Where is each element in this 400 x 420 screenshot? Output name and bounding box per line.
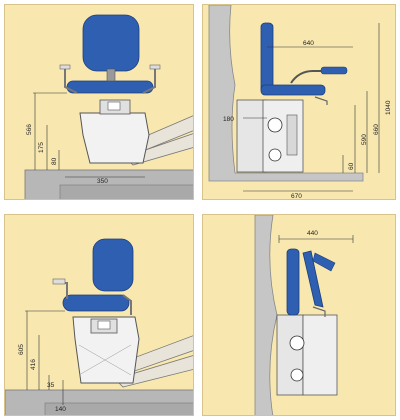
rail-column [236, 99, 268, 173]
dim-depth: 670 [291, 193, 302, 200]
chair-side [260, 22, 348, 105]
dim-height-total: 605 [18, 344, 25, 355]
front-view-folded-drawing: 605 416 35 140 [5, 238, 193, 415]
chair-seat [59, 14, 161, 94]
dim-height-low: 590 [361, 134, 368, 145]
dimension-lines [25, 310, 65, 405]
dimension-lines [33, 92, 145, 178]
side-view-drawing: 640 1040 660 590 180 60 670 [208, 5, 392, 200]
staircase [5, 389, 193, 415]
dimension-lines-side [243, 23, 380, 192]
dim-small-2: 140 [55, 406, 66, 413]
chair-seat [52, 238, 134, 315]
dim-width-seat: 640 [303, 40, 314, 47]
front-view-drawing: 566 175 80 350 [24, 14, 193, 199]
dim-height-total: 1040 [385, 100, 392, 115]
dim-floor: 60 [348, 162, 355, 170]
chair-base [79, 99, 150, 164]
panel-side-view-bottom: 440 [202, 214, 396, 416]
dimension-lines-side [278, 235, 354, 243]
staircase [24, 169, 193, 199]
dim-rail: 180 [223, 116, 234, 123]
dim-height-total: 566 [26, 124, 33, 135]
dim-step: 175 [38, 142, 45, 153]
panel-front-view-top: 566 175 80 350 [4, 4, 194, 200]
dim-height-mid: 416 [30, 359, 37, 370]
motor-unit [262, 99, 304, 173]
dim-width: 440 [307, 230, 318, 237]
dim-width: 350 [97, 178, 108, 185]
chair-folded [286, 248, 336, 317]
chair-base [72, 316, 140, 384]
dim-base: 80 [51, 157, 58, 165]
panel-side-view-top: 640 1040 660 590 180 60 670 [202, 4, 396, 200]
dim-height-mid: 660 [373, 124, 380, 135]
side-view-folded-drawing: 440 [254, 215, 354, 415]
motor-unit [276, 314, 338, 396]
panel-front-view-bottom: 605 416 35 140 [4, 214, 194, 416]
wall [208, 5, 364, 182]
dim-small-1: 35 [47, 382, 55, 389]
wall [254, 215, 278, 415]
